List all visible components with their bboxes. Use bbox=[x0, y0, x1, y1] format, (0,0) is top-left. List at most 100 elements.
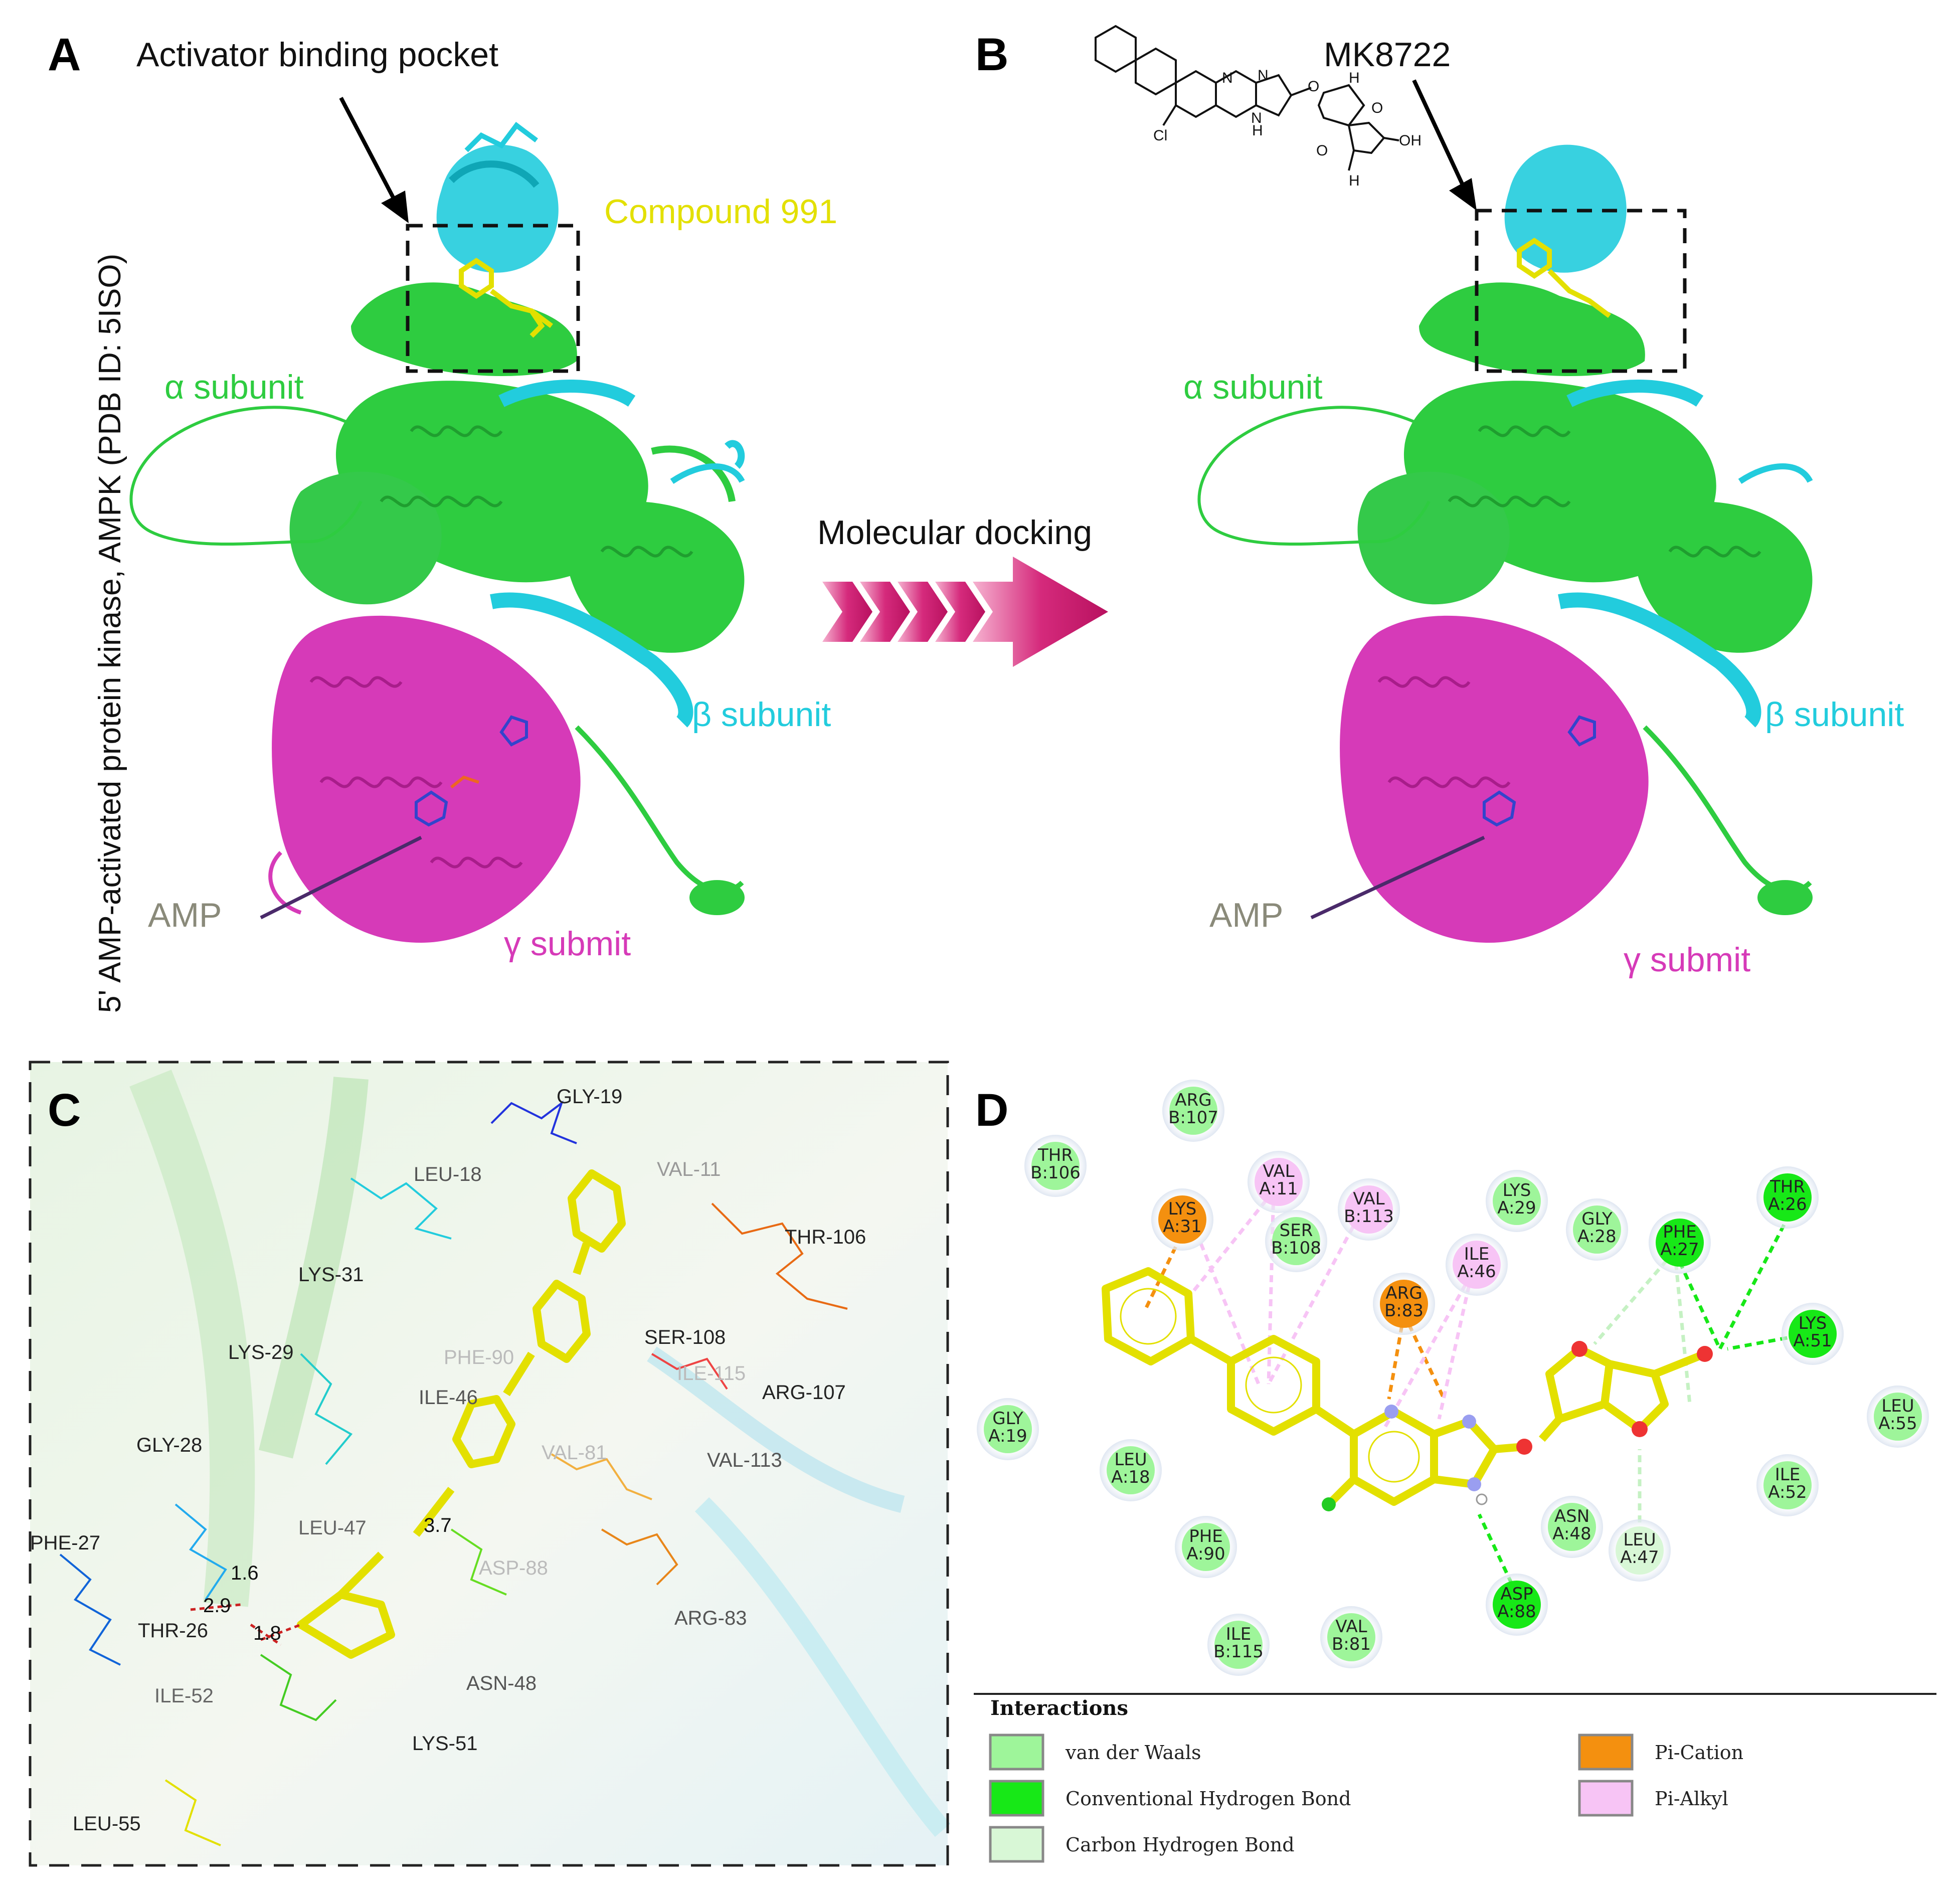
ligand-heteroatoms bbox=[1322, 1341, 1713, 1511]
res-arg-83: ARG-83 bbox=[674, 1607, 747, 1629]
svg-text:A:55: A:55 bbox=[1878, 1414, 1917, 1434]
atom-h-2: H bbox=[1349, 172, 1360, 189]
res-ile-115: ILE-115 bbox=[677, 1362, 746, 1384]
svg-text:ASN: ASN bbox=[1554, 1506, 1589, 1526]
svg-text:ARG: ARG bbox=[1175, 1090, 1211, 1110]
amp-ligands bbox=[415, 715, 528, 827]
mk8722-label: MK8722 bbox=[1324, 36, 1451, 74]
amp-label: AMP bbox=[148, 896, 222, 934]
legend-item-pi-alkyl: Pi-Alkyl bbox=[1578, 1780, 1728, 1817]
atom-nh: N bbox=[1251, 110, 1262, 126]
mk8722-structure bbox=[1095, 25, 1399, 171]
res-phe-27: PHE-27 bbox=[30, 1532, 100, 1554]
svg-text:A:29: A:29 bbox=[1497, 1198, 1536, 1218]
compound-991-ligand bbox=[459, 257, 553, 338]
panel-b-protein bbox=[1197, 144, 1813, 943]
res-val-11: VAL-11 bbox=[657, 1158, 721, 1180]
svg-text:LEU: LEU bbox=[1881, 1396, 1914, 1416]
alpha-subunit-label: α subunit bbox=[164, 368, 304, 406]
svg-text:LYS: LYS bbox=[1799, 1313, 1827, 1333]
res-gly-28: GLY-28 bbox=[136, 1434, 202, 1456]
beta-subunit-label: β subunit bbox=[692, 696, 831, 734]
legend-item-carbon-hbond: Carbon Hydrogen Bond bbox=[989, 1826, 1295, 1863]
dist-2: 2.9 bbox=[203, 1595, 231, 1617]
svg-text:LYS: LYS bbox=[1168, 1199, 1197, 1219]
panel-c-letter: C bbox=[48, 1085, 81, 1136]
alpha-subunit-label-b: α subunit bbox=[1183, 368, 1323, 406]
atom-o-1: O bbox=[1308, 78, 1319, 95]
svg-text:VAL: VAL bbox=[1353, 1189, 1384, 1209]
svg-text:VAL: VAL bbox=[1263, 1161, 1294, 1181]
svg-text:A:47: A:47 bbox=[1620, 1547, 1659, 1568]
res-lys-31: LYS-31 bbox=[298, 1264, 364, 1286]
svg-text:A:31: A:31 bbox=[1163, 1217, 1201, 1237]
svg-text:A:48: A:48 bbox=[1552, 1524, 1591, 1544]
svg-text:PHE: PHE bbox=[1189, 1526, 1223, 1546]
distance-labels: 1.6 2.9 1.8 3.7 bbox=[203, 1514, 452, 1644]
res-thr-26: THR-26 bbox=[138, 1620, 208, 1642]
gamma-subunit-label-b: γ submit bbox=[1624, 941, 1750, 979]
svg-text:GLY: GLY bbox=[1581, 1209, 1613, 1229]
amp-pointer bbox=[260, 835, 422, 920]
hbond-dashes bbox=[190, 1603, 301, 1646]
svg-text:ILE: ILE bbox=[1226, 1624, 1251, 1644]
legend-item-pi-cation: Pi-Cation bbox=[1578, 1734, 1743, 1771]
atom-o-3: O bbox=[1316, 142, 1328, 159]
svg-text:ILE: ILE bbox=[1775, 1465, 1800, 1485]
gamma-subunit-label: γ submit bbox=[504, 925, 631, 963]
svg-text:A:90: A:90 bbox=[1186, 1544, 1225, 1564]
atom-cl: Cl bbox=[1153, 127, 1167, 144]
svg-text:A:19: A:19 bbox=[988, 1426, 1027, 1446]
dist-4: 3.7 bbox=[424, 1514, 452, 1536]
dist-3: 1.8 bbox=[253, 1622, 281, 1644]
legend-title: Interactions bbox=[990, 1696, 1128, 1720]
legend-item-vdw: van der Waals bbox=[989, 1734, 1201, 1771]
res-leu-55: LEU-55 bbox=[73, 1813, 141, 1835]
mk8722-arrowhead bbox=[1449, 178, 1477, 211]
panel-b: B MK8722 N N N H O H O O H C bbox=[975, 25, 1904, 979]
svg-text:A:52: A:52 bbox=[1768, 1482, 1807, 1502]
panel-a-letter: A bbox=[48, 29, 81, 80]
svg-text:VAL: VAL bbox=[1335, 1617, 1367, 1637]
legend-item-conventional-hbond: Conventional Hydrogen Bond bbox=[989, 1780, 1351, 1817]
svg-text:B:83: B:83 bbox=[1384, 1301, 1424, 1321]
svg-text:THR: THR bbox=[1769, 1177, 1805, 1197]
svg-text:LEU: LEU bbox=[1114, 1450, 1147, 1470]
res-gly-19: GLY-19 bbox=[557, 1086, 622, 1108]
mk8722-pocket-box bbox=[1475, 209, 1687, 373]
panel-a-vertical-title: 5' AMP-activated protein kinase, AMPK (P… bbox=[93, 254, 127, 1013]
panel-d-letter: D bbox=[975, 1085, 1008, 1136]
atom-n-2: N bbox=[1258, 67, 1269, 84]
svg-text:van der Waals: van der Waals bbox=[1065, 1742, 1201, 1764]
res-leu-47: LEU-47 bbox=[298, 1517, 367, 1539]
svg-text:Carbon Hydrogen Bond: Carbon Hydrogen Bond bbox=[1066, 1834, 1295, 1856]
svg-text:SER: SER bbox=[1280, 1221, 1313, 1241]
docking-label: Molecular docking bbox=[817, 513, 1092, 552]
panel-c-frame bbox=[29, 1061, 949, 1867]
svg-text:B:115: B:115 bbox=[1213, 1642, 1264, 1662]
svg-text:ARG: ARG bbox=[1385, 1283, 1422, 1303]
mk8722-arrow bbox=[1412, 79, 1466, 189]
panel-a: A 5' AMP-activated protein kinase, AMPK … bbox=[48, 29, 837, 1013]
svg-text:GLY: GLY bbox=[992, 1409, 1023, 1429]
svg-text:B:81: B:81 bbox=[1332, 1634, 1371, 1654]
res-leu-18: LEU-18 bbox=[414, 1163, 482, 1185]
compound-991-label: Compound 991 bbox=[604, 193, 837, 231]
